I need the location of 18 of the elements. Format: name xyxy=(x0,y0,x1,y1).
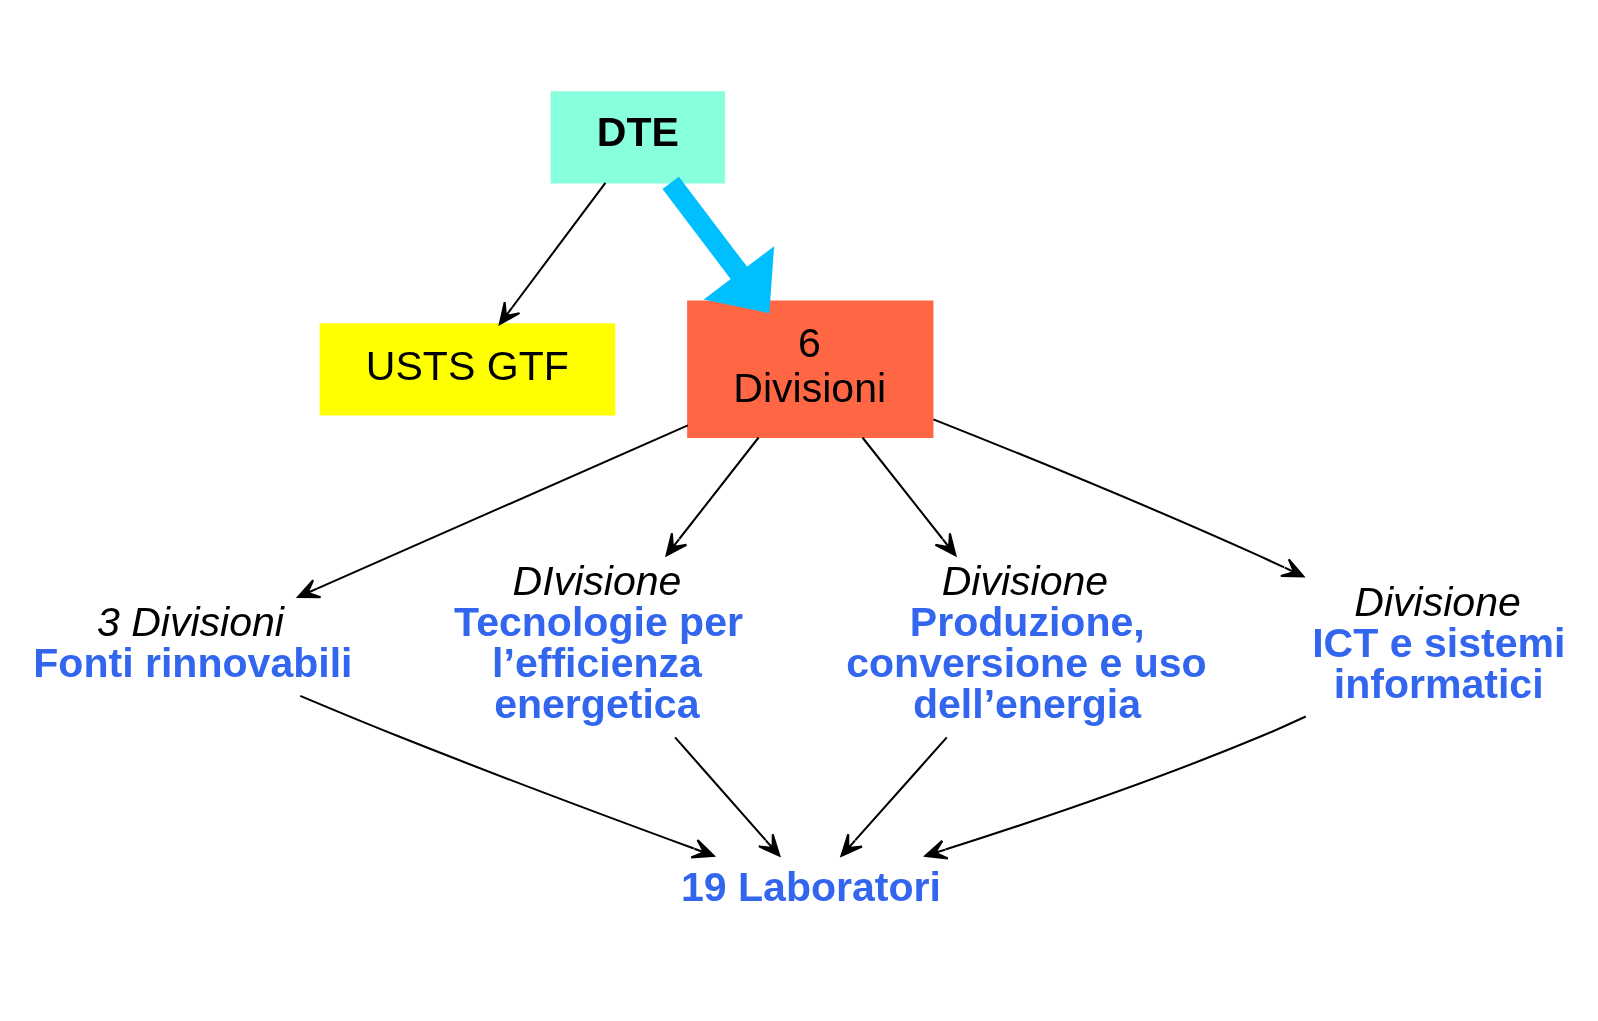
arrow xyxy=(933,417,1305,577)
arrow xyxy=(840,736,948,857)
node-text: Divisione Produzione, conversione e uso dell’energia xyxy=(846,557,1207,727)
arrow xyxy=(297,423,689,598)
arrow xyxy=(299,694,715,858)
arrow xyxy=(924,715,1307,859)
node-text: Divisione ICT e sistemi informatici xyxy=(1312,578,1566,707)
node-text: 19 Laboratori xyxy=(680,863,941,910)
node-box: DTE xyxy=(550,90,726,184)
arrow xyxy=(665,436,760,556)
node-text: 3 Divisioni Fonti rinnovabili xyxy=(33,598,353,686)
node-box: USTS GTF xyxy=(319,322,616,416)
node-text: DIvisione Tecnologie per l’efficienza energetica xyxy=(454,557,744,727)
arrow xyxy=(662,176,775,313)
arrow xyxy=(498,181,607,325)
arrow xyxy=(674,736,781,857)
arrow xyxy=(861,436,957,556)
node-box: 6 Divisioni xyxy=(687,300,934,438)
